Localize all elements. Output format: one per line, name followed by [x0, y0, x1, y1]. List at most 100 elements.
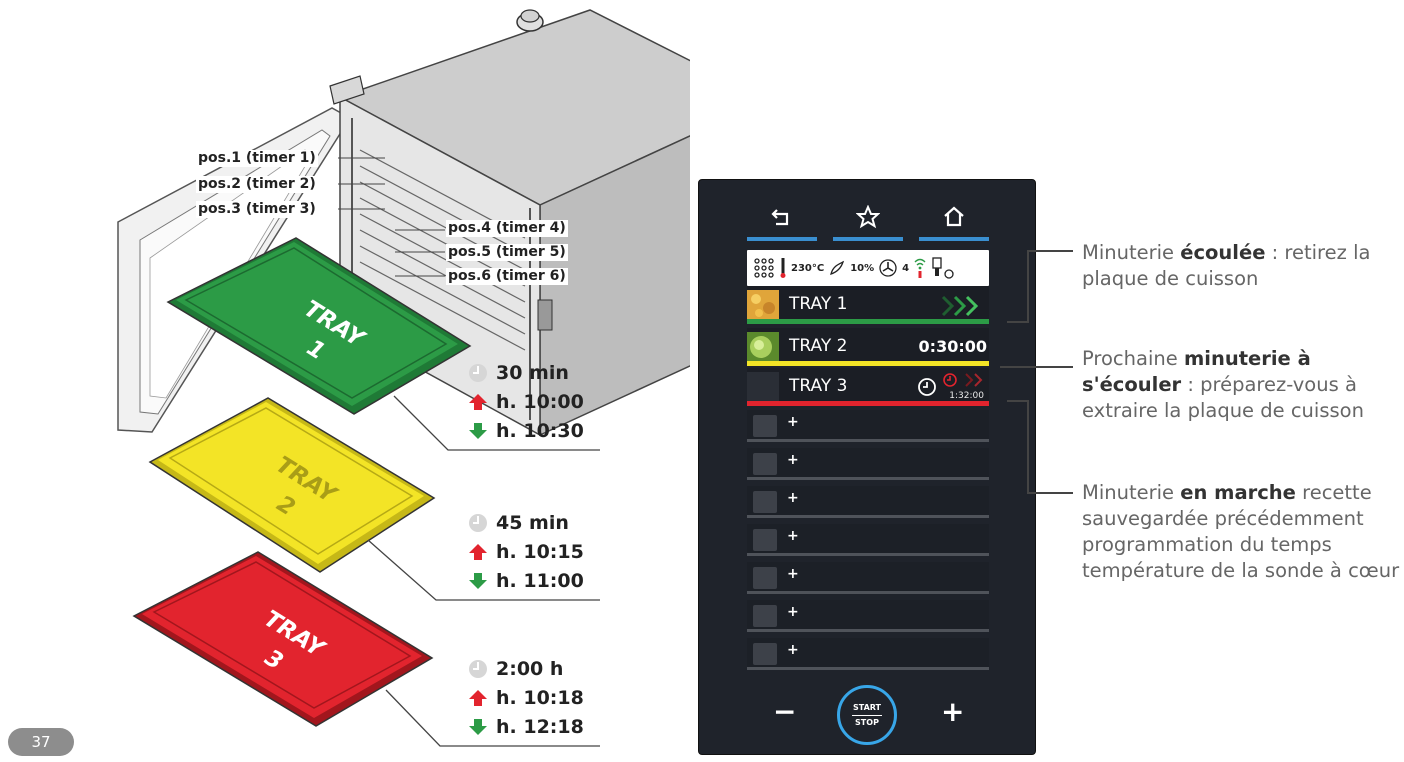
position-leaders — [338, 157, 445, 277]
fan-speed-value: 4 — [902, 262, 910, 274]
tray-row-3[interactable]: TRAY 3 1:32:00 — [747, 368, 989, 406]
empty-slot[interactable]: + — [747, 448, 989, 480]
favorite-button[interactable] — [833, 205, 903, 241]
tray-1-info: 30 min h. 10:00 h. 10:30 — [468, 358, 618, 445]
increase-button[interactable]: + — [941, 695, 965, 728]
end-row: h. 11:00 — [468, 566, 618, 595]
tray-row-name: TRAY 1 — [789, 294, 848, 314]
slot-icon — [753, 605, 777, 627]
timer-bar — [747, 361, 989, 366]
tray-row-1[interactable]: TRAY 1 — [747, 286, 989, 324]
temperature-value: 230°C — [791, 262, 825, 274]
alarm-clock-icon — [943, 373, 957, 387]
callout-line-1v — [1027, 250, 1029, 323]
annotation-running: Minuterie en marche recette sauvegardée … — [1082, 480, 1400, 584]
empty-slot[interactable]: + — [747, 638, 989, 670]
callout-line-3h — [1027, 492, 1073, 494]
oven-illustration: TRAY 1 TRAY 2 TRAY 3 pos.1 (timer 1) pos… — [0, 0, 770, 762]
arrow-down-icon — [469, 572, 487, 589]
add-icon: + — [787, 604, 799, 620]
slot-icon — [753, 529, 777, 551]
annotation-next: Prochaine minuterie à s'écouler : prépar… — [1082, 346, 1400, 424]
slot-icon — [753, 643, 777, 665]
back-button[interactable] — [747, 205, 817, 241]
wifi-icon — [914, 257, 926, 279]
star-icon — [856, 205, 880, 229]
end-row: h. 10:30 — [468, 416, 618, 445]
tray-3-end: h. 12:18 — [496, 715, 584, 738]
timer-clock-icon — [918, 378, 936, 396]
humidity-value: 10% — [850, 262, 875, 274]
add-icon: + — [787, 452, 799, 468]
callout-line-1h — [1027, 250, 1073, 252]
tray-row-small-time: 1:32:00 — [949, 391, 984, 401]
duration-row: 2:00 h — [468, 654, 618, 683]
start-row: h. 10:00 — [468, 387, 618, 416]
tray-3-duration: 2:00 h — [496, 657, 564, 680]
tray-row-time: 0:30:00 — [918, 337, 987, 356]
fan-icon — [879, 259, 897, 277]
slot-icon — [753, 567, 777, 589]
pending-chevrons-icon — [965, 373, 983, 387]
empty-slot[interactable]: + — [747, 562, 989, 594]
clock-icon — [469, 363, 487, 382]
callout-line-3v — [1027, 400, 1029, 494]
start-row: h. 10:15 — [468, 537, 618, 566]
slot-icon — [753, 491, 777, 513]
thermometer-icon — [780, 257, 786, 279]
pos-label-5: pos.5 (timer 5) — [446, 244, 568, 261]
add-icon: + — [787, 566, 799, 582]
empty-slot[interactable]: + — [747, 410, 989, 442]
arrow-down-icon — [469, 718, 487, 735]
empty-slot[interactable]: + — [747, 486, 989, 518]
multi-level-icon — [753, 257, 775, 279]
timer-bar — [747, 319, 989, 324]
tray-row-name: TRAY 3 — [789, 376, 848, 396]
home-button[interactable] — [919, 205, 989, 241]
end-row: h. 12:18 — [468, 712, 618, 741]
duration-row: 30 min — [468, 358, 618, 387]
empty-slot[interactable]: + — [747, 524, 989, 556]
slot-icon — [753, 453, 777, 475]
clock-icon — [469, 659, 487, 678]
arrow-up-icon — [469, 689, 487, 706]
tray-row-name: TRAY 2 — [789, 336, 848, 356]
tray-2-drawing — [148, 397, 436, 573]
annotation-text: : retirez la plaque de cuisson — [1082, 241, 1371, 290]
annotation-bold: en marche — [1180, 481, 1296, 504]
home-icon — [944, 206, 964, 227]
annotation-elapsed: Minuterie écoulée : retirez la plaque de… — [1082, 240, 1400, 292]
arrow-down-icon — [469, 422, 487, 439]
status-bar: 230°C 10% 4 — [747, 250, 989, 286]
tray-2-end: h. 11:00 — [496, 569, 584, 592]
tray-leaders — [367, 395, 600, 747]
pos-label-6: pos.6 (timer 6) — [446, 268, 568, 285]
decrease-button[interactable]: − — [773, 695, 797, 728]
callout-line-2 — [1000, 366, 1073, 368]
stop-label: STOP — [855, 717, 879, 727]
empty-slot[interactable]: + — [747, 600, 989, 632]
annotation-bold: écoulée — [1180, 241, 1266, 264]
annotation-text: recette sauvegardée précédemment program… — [1082, 481, 1400, 582]
arrow-up-icon — [469, 543, 487, 560]
start-label: START — [852, 702, 882, 712]
tray-1-end: h. 10:30 — [496, 419, 584, 442]
control-panel-screen: 230°C 10% 4 TRAY 1 TRAY 2 0:30:00 TRAY 3… — [698, 179, 1036, 755]
annotation-text: Prochaine — [1082, 347, 1184, 370]
tray-1-duration: 30 min — [496, 361, 569, 384]
annotation-text: Minuterie — [1082, 481, 1181, 504]
tray-row-2[interactable]: TRAY 2 0:30:00 — [747, 328, 989, 366]
tray-2-info: 45 min h. 10:15 h. 11:00 — [468, 508, 618, 595]
food-thumbnail — [747, 372, 779, 402]
tray-2-duration: 45 min — [496, 511, 569, 534]
pos-label-4: pos.4 (timer 4) — [446, 220, 568, 237]
start-stop-button[interactable]: START STOP — [837, 685, 897, 745]
tray-3-drawing — [132, 551, 434, 727]
add-icon: + — [787, 642, 799, 658]
arrow-up-icon — [469, 393, 487, 410]
add-icon: + — [787, 414, 799, 430]
duration-row: 45 min — [468, 508, 618, 537]
tray-1-drawing — [166, 237, 472, 415]
annotation-text: Minuterie — [1082, 241, 1181, 264]
add-icon: + — [787, 490, 799, 506]
